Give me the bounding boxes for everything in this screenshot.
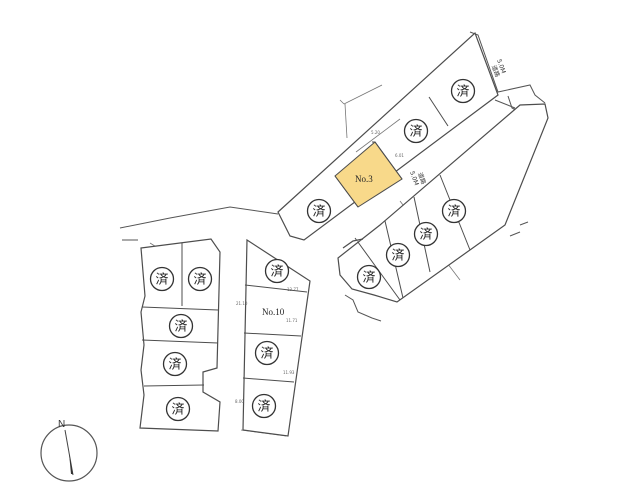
center-block [242,238,311,437]
sold-badge: 済 [441,198,467,224]
svg-text:済: 済 [156,272,169,288]
sold-badge: 済 [254,340,280,366]
center-block-outline [242,238,311,437]
svg-text:済: 済 [172,402,185,418]
lot-no10-label: No.10 [262,307,285,317]
road-width-label: 5.0M [495,58,507,74]
sold-badge: 済 [149,266,175,292]
svg-text:8.00: 8.00 [235,399,244,404]
road-type-label: 道路 [416,171,428,185]
sold-badge: 済 [306,198,332,224]
sold-badge: 済 [165,396,191,422]
svg-text:21.10: 21.10 [236,301,248,306]
svg-text:13.77: 13.77 [287,287,299,292]
sold-badge: 済 [450,78,476,104]
sold-marks: 済 済 済 済 済 済 済 済 済 済 済 済 済 済 済 [149,78,476,422]
sold-badge: 済 [356,264,382,290]
road-width-label: 5.0M [408,170,420,186]
compass-label: N [58,419,65,430]
road-type-label: 道路 [490,64,502,78]
sold-badge: 済 [162,351,188,377]
svg-text:済: 済 [448,204,461,220]
dimension-marks: 5.20 6.01 13.77 11.71 11.93 21.10 8.00 [235,130,404,404]
sold-badge: 済 [403,118,429,144]
svg-text:済: 済 [313,204,326,220]
svg-text:済: 済 [271,264,284,280]
svg-text:済: 済 [194,272,207,288]
svg-text:済: 済 [457,84,470,100]
svg-text:済: 済 [363,270,376,286]
north-arrow-icon: N [40,419,98,482]
sold-badge: 済 [168,313,194,339]
svg-text:11.71: 11.71 [286,318,298,323]
upper-block-outline [277,31,499,241]
svg-text:済: 済 [420,227,433,243]
sold-badge: 済 [413,221,439,247]
sold-badge: 済 [251,393,277,419]
svg-text:済: 済 [169,357,182,373]
road-label-top: 5.0M 道路 [490,58,507,78]
svg-text:済: 済 [261,346,274,362]
svg-text:済: 済 [175,319,188,335]
svg-text:11.93: 11.93 [283,370,295,375]
svg-text:済: 済 [258,399,271,415]
svg-text:6.01: 6.01 [395,153,404,158]
sold-badge: 済 [385,242,411,268]
sold-badge: 済 [264,258,290,284]
road-label-middle: 5.0M 道路 [408,170,428,186]
svg-text:済: 済 [392,248,405,264]
svg-text:済: 済 [410,124,423,140]
lot-no3-label: No.3 [355,174,373,184]
upper-block [277,31,499,241]
svg-text:5.20: 5.20 [371,130,380,135]
sold-badge: 済 [187,266,213,292]
